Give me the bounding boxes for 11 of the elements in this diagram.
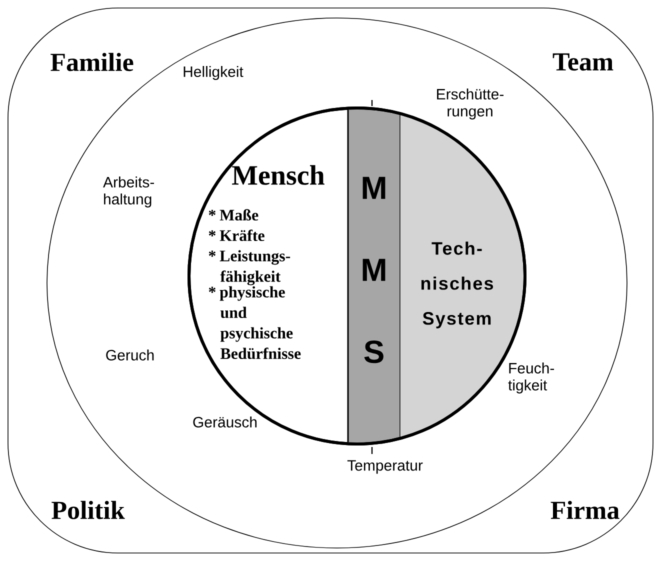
corner-label: Familie	[50, 52, 134, 72]
factor-label: Geruch	[106, 349, 154, 360]
corner-label: Firma	[550, 500, 620, 520]
factor-label: Helligkeit	[184, 66, 244, 80]
factor-label: Arbeits- haltung	[103, 176, 154, 208]
interface-bar: M M S	[347, 100, 400, 454]
factor-label: Temperatur	[347, 460, 423, 474]
human-text: Mensch * Maße * Kräfte * Leistungs- fähigkeit * physische und psychische Bedürfnisse	[208, 165, 324, 360]
factor-label: Geräusch	[193, 416, 257, 428]
corner-label: Politik	[52, 500, 125, 520]
corner-label: Team	[552, 53, 614, 71]
